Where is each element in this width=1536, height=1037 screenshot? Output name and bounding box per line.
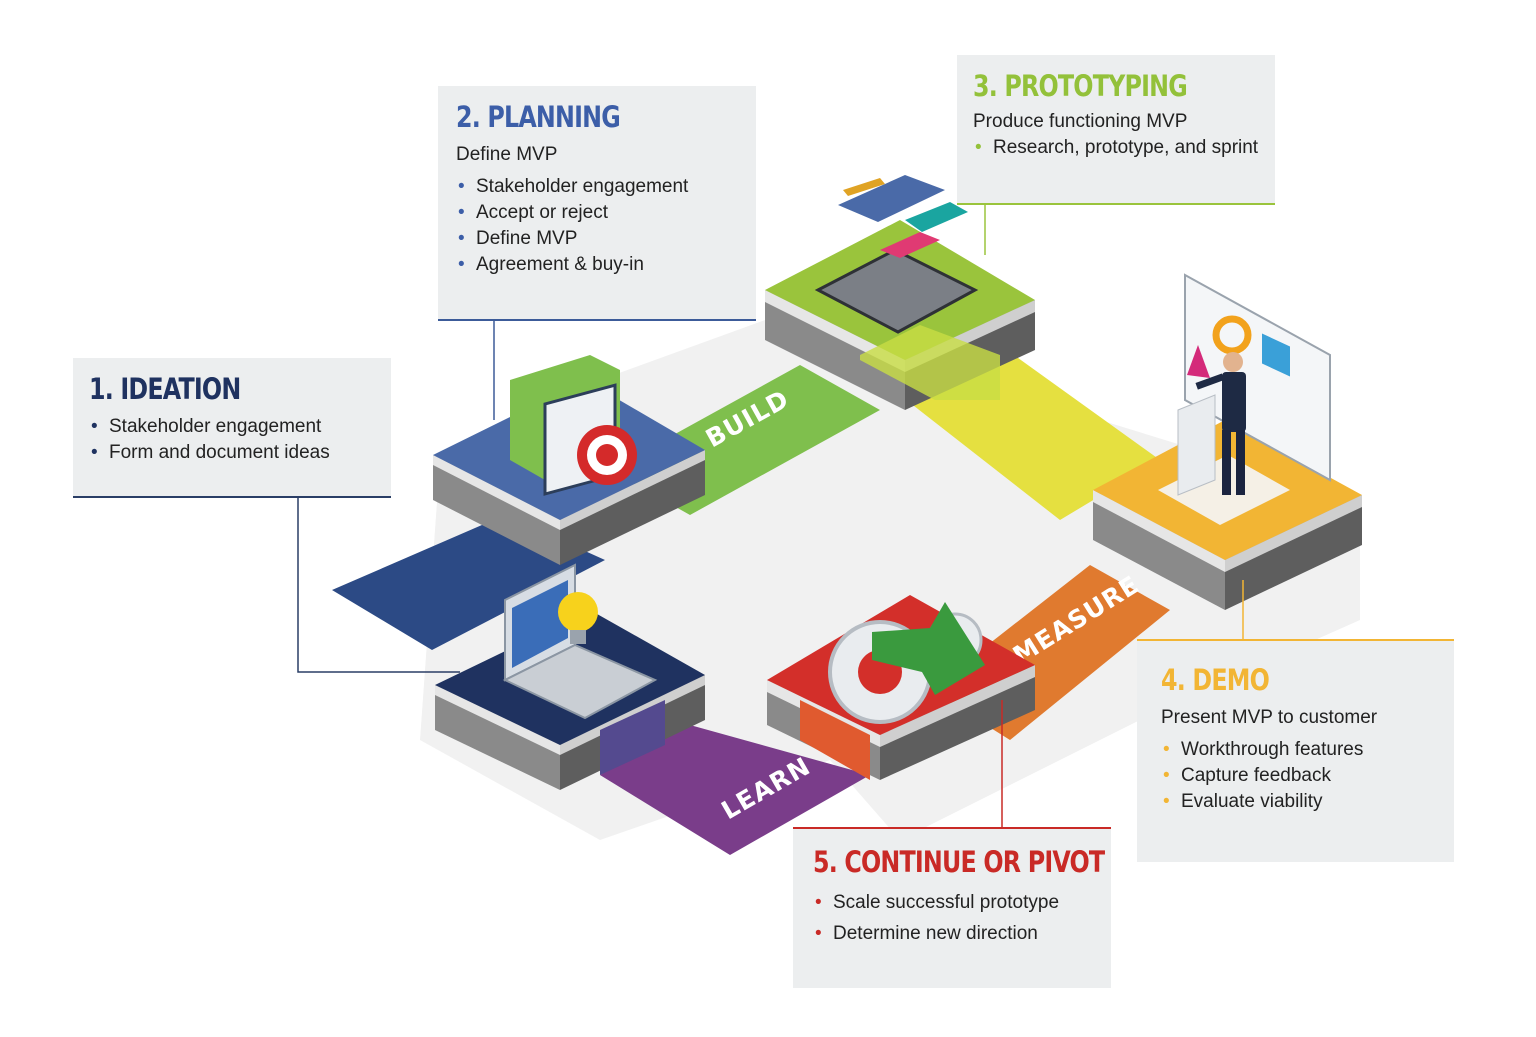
leader-lines: [297, 205, 1244, 827]
stage-title-continue: 5. CONTINUE OR PIVOT: [813, 845, 1105, 879]
stage-title-demo: 4. DEMO: [1161, 663, 1270, 697]
bullet-item: Evaluate viability: [1161, 789, 1454, 815]
bullet-item: Scale successful prototype: [813, 887, 1111, 918]
bullet-item: Stakeholder engagement: [89, 414, 391, 440]
bullet-item: Stakeholder engagement: [456, 174, 756, 200]
path-learn: [600, 725, 870, 855]
platform-continue: [767, 595, 1035, 780]
platform-planning: [433, 355, 705, 565]
lightbulb-icon: [558, 592, 598, 632]
stage-subtitle-prototyping: Produce functioning MVP: [973, 111, 1188, 132]
stage-card-prototyping: 3. PROTOTYPING Produce functioning MVP R…: [957, 55, 1275, 205]
bullet-item: Define MVP: [456, 226, 756, 252]
bullet-item: Workthrough features: [1161, 737, 1454, 763]
stage-bullets-ideation: Stakeholder engagement Form and document…: [89, 414, 391, 466]
stage-card-continue: 5. CONTINUE OR PIVOT Scale successful pr…: [793, 827, 1111, 988]
platform-demo: [1093, 273, 1362, 610]
stage-bullets-prototyping: Research, prototype, and sprint: [973, 135, 1275, 161]
bullet-item: Agreement & buy-in: [456, 252, 756, 278]
stage-card-demo: 4. DEMO Present MVP to customer Workthro…: [1137, 639, 1454, 862]
stage-subtitle-planning: Define MVP: [456, 144, 558, 165]
stage-bullets-planning: Stakeholder engagement Accept or reject …: [456, 174, 756, 278]
pivot-arrow-icon: [872, 602, 985, 695]
bullet-item: Capture feedback: [1161, 763, 1454, 789]
stage-bullets-continue: Scale successful prototype Determine new…: [813, 887, 1111, 949]
stage-subtitle-demo: Present MVP to customer: [1161, 707, 1378, 728]
stage-bullets-demo: Workthrough features Capture feedback Ev…: [1161, 737, 1454, 815]
stage-title-prototyping: 3. PROTOTYPING: [973, 69, 1188, 103]
presenter-figure: [1195, 352, 1246, 495]
stage-card-planning: 2. PLANNING Define MVP Stakeholder engag…: [438, 86, 756, 321]
podium: [1177, 394, 1216, 496]
platform-prototyping: [765, 175, 1035, 410]
bullet-item: Form and document ideas: [89, 440, 391, 466]
bullet-item: Determine new direction: [813, 918, 1111, 949]
bullet-item: Research, prototype, and sprint: [973, 135, 1275, 161]
stage-title-planning: 2. PLANNING: [456, 100, 621, 134]
blueprint-board-icon: [814, 248, 979, 334]
stage-card-ideation: 1. IDEATION Stakeholder engagement Form …: [73, 358, 391, 498]
stage-title-ideation: 1. IDEATION: [89, 372, 241, 406]
platform-ideation: [435, 563, 705, 790]
bullet-item: Accept or reject: [456, 200, 756, 226]
